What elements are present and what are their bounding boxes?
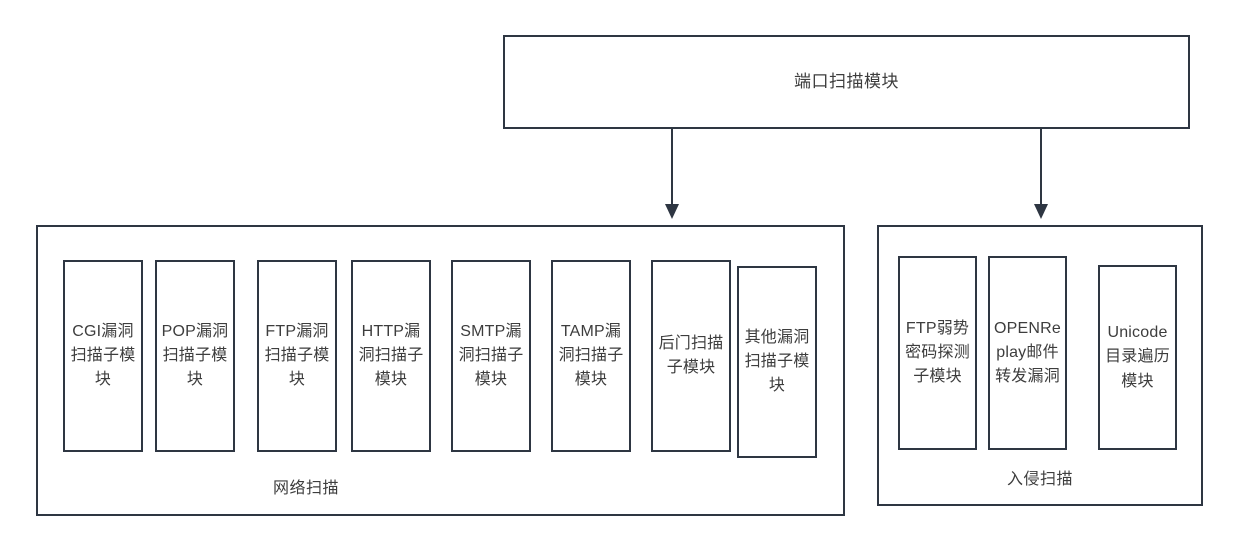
module-label: OPENReplay邮件转发漏洞	[994, 319, 1061, 386]
group-network-scan[interactable]: CGI漏洞扫描子模块 POP漏洞扫描子模块 FTP漏洞扫描子模块 HTTP漏洞扫…	[36, 225, 845, 516]
arrow-down-icon	[1034, 204, 1048, 219]
module-other[interactable]: 其他漏洞扫描子模块	[737, 266, 817, 458]
module-label: 后门扫描子模块	[658, 334, 724, 376]
module-label: CGI漏洞扫描子模块	[70, 322, 136, 389]
module-smtp[interactable]: SMTP漏洞扫描子模块	[451, 260, 531, 452]
connector-line	[1040, 129, 1042, 205]
module-label: POP漏洞扫描子模块	[161, 322, 229, 389]
module-label: FTP弱势密码探测子模块	[905, 319, 970, 386]
group-label-network-scan: 网络扫描	[273, 480, 340, 497]
connector-line	[671, 129, 673, 205]
module-label: SMTP漏洞扫描子模块	[458, 322, 524, 389]
module-unicode-traversal[interactable]: Unicode目录遍历模块	[1098, 265, 1177, 450]
module-label: HTTP漏洞扫描子模块	[358, 322, 424, 389]
connector-root-to-intrusion-scan	[1034, 129, 1048, 219]
module-ftp[interactable]: FTP漏洞扫描子模块	[257, 260, 337, 452]
module-label: FTP漏洞扫描子模块	[264, 322, 330, 389]
module-backdoor[interactable]: 后门扫描子模块	[651, 260, 731, 452]
group-label-intrusion-scan: 入侵扫描	[1007, 471, 1074, 488]
module-http[interactable]: HTTP漏洞扫描子模块	[351, 260, 431, 452]
root-module-box[interactable]: 端口扫描模块	[503, 35, 1190, 129]
module-ftp-weak-password[interactable]: FTP弱势密码探测子模块	[898, 256, 977, 450]
module-cgi[interactable]: CGI漏洞扫描子模块	[63, 260, 143, 452]
module-pop[interactable]: POP漏洞扫描子模块	[155, 260, 235, 452]
module-label: 其他漏洞扫描子模块	[744, 328, 810, 395]
module-label: TAMP漏洞扫描子模块	[558, 322, 624, 389]
module-tamp[interactable]: TAMP漏洞扫描子模块	[551, 260, 631, 452]
module-openrelay-mail[interactable]: OPENReplay邮件转发漏洞	[988, 256, 1067, 450]
arrow-down-icon	[665, 204, 679, 219]
module-label: Unicode目录遍历模块	[1105, 324, 1170, 390]
connector-root-to-network-scan	[665, 129, 679, 219]
root-module-label: 端口扫描模块	[794, 71, 899, 91]
group-intrusion-scan[interactable]: FTP弱势密码探测子模块 OPENReplay邮件转发漏洞 Unicode目录遍…	[877, 225, 1203, 506]
